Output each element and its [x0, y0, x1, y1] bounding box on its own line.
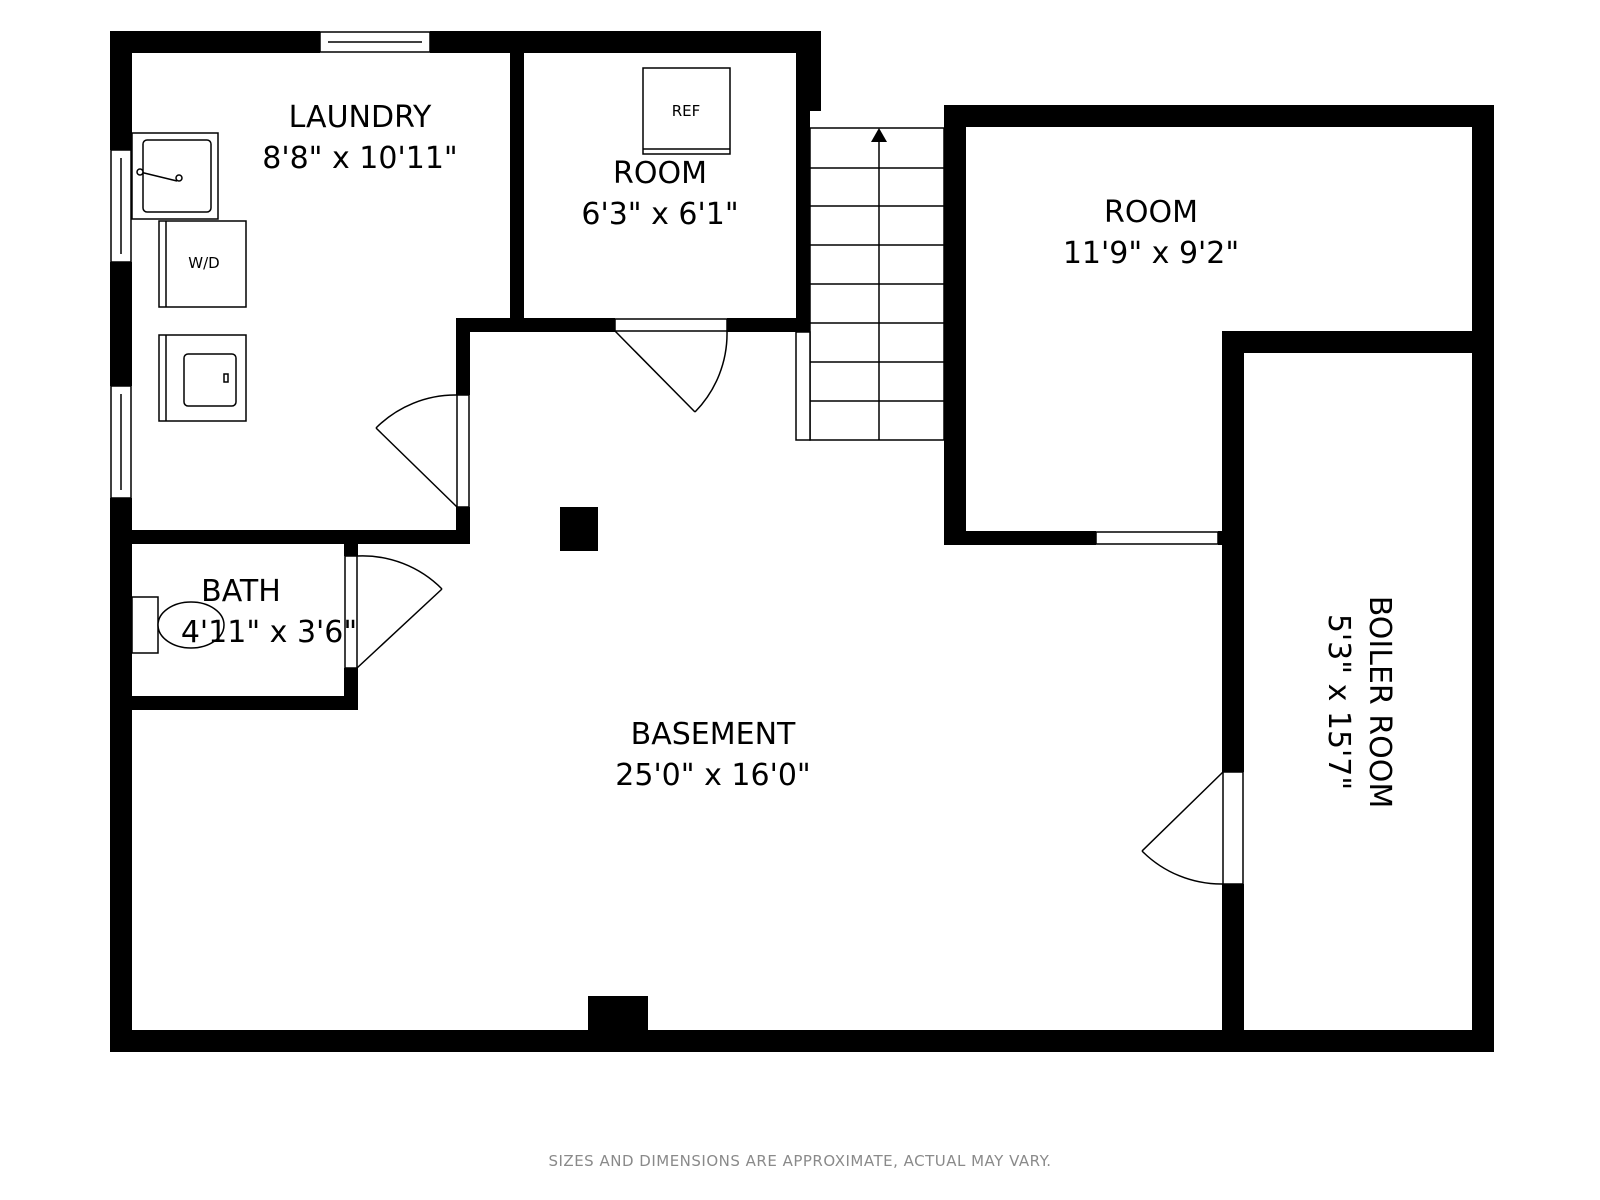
room-name-bath: BATH	[201, 574, 281, 609]
wall-bath-bottom	[110, 696, 358, 710]
door-leaf-bath	[356, 588, 443, 669]
wall-laundry-bottom	[110, 530, 470, 544]
wall-boiler-left	[1222, 331, 1244, 1052]
refrigerator-label: REF	[672, 102, 701, 120]
wall-top-left	[110, 31, 821, 53]
fixtures: REF W/D	[131, 67, 731, 654]
wall-laundry-pantry	[510, 53, 524, 320]
sink-faucet-icon	[139, 171, 178, 182]
disclaimer-text: SIZES AND DIMENSIONS ARE APPROXIMATE, AC…	[548, 1152, 1052, 1170]
toilet-tank	[131, 596, 159, 654]
doors	[344, 318, 1244, 885]
wall-room-right-outer	[1472, 105, 1494, 1052]
stair-arrow-icon	[871, 128, 887, 142]
room-dims-pantry: 6'3" x 6'1"	[581, 197, 738, 232]
room-labels: LAUNDRY 8'8" x 10'11" ROOM 6'3" x 6'1" R…	[181, 100, 1397, 808]
support-column	[560, 507, 598, 551]
room-name-boiler: BOILER ROOM	[1362, 596, 1397, 809]
room-dims-boiler: 5'3" x 15'7"	[1321, 614, 1356, 790]
room-dims-basement: 25'0" x 16'0"	[615, 758, 810, 793]
wall-pantry-right-lower	[796, 53, 810, 332]
room-name-basement: BASEMENT	[631, 717, 796, 752]
chimney-block	[588, 996, 648, 1036]
stairs	[795, 127, 945, 441]
door-leaf-laundry	[375, 427, 458, 508]
stair-rail	[795, 331, 811, 441]
door-swing-bath	[356, 555, 443, 590]
wall-room-right-left	[944, 105, 966, 545]
opening-room-right	[1095, 531, 1219, 545]
room-dims-laundry: 8'8" x 10'11"	[262, 141, 457, 176]
washer-dryer-label: W/D	[188, 254, 219, 272]
walls	[110, 31, 1494, 1052]
wall-boiler-top	[1222, 331, 1494, 353]
room-dims-room-right: 11'9" x 9'2"	[1063, 236, 1239, 271]
toilet-bowl	[157, 601, 225, 649]
door-swing-laundry	[375, 394, 458, 429]
windows	[110, 31, 431, 499]
room-dims-bath: 4'11" x 3'6"	[181, 615, 357, 650]
door-swing-pantry	[694, 330, 728, 413]
door-leaf-pantry	[614, 330, 696, 413]
room-name-pantry: ROOM	[613, 156, 707, 191]
door-leaf-boiler	[1141, 771, 1224, 852]
door-swing-boiler	[1141, 850, 1224, 885]
refrigerator	[642, 67, 731, 155]
room-name-laundry: LAUNDRY	[289, 100, 432, 135]
wall-bottom	[110, 1030, 1494, 1052]
washer-dryer	[158, 220, 247, 308]
room-name-room-right: ROOM	[1104, 195, 1198, 230]
wall-room-right-top	[944, 105, 1494, 127]
